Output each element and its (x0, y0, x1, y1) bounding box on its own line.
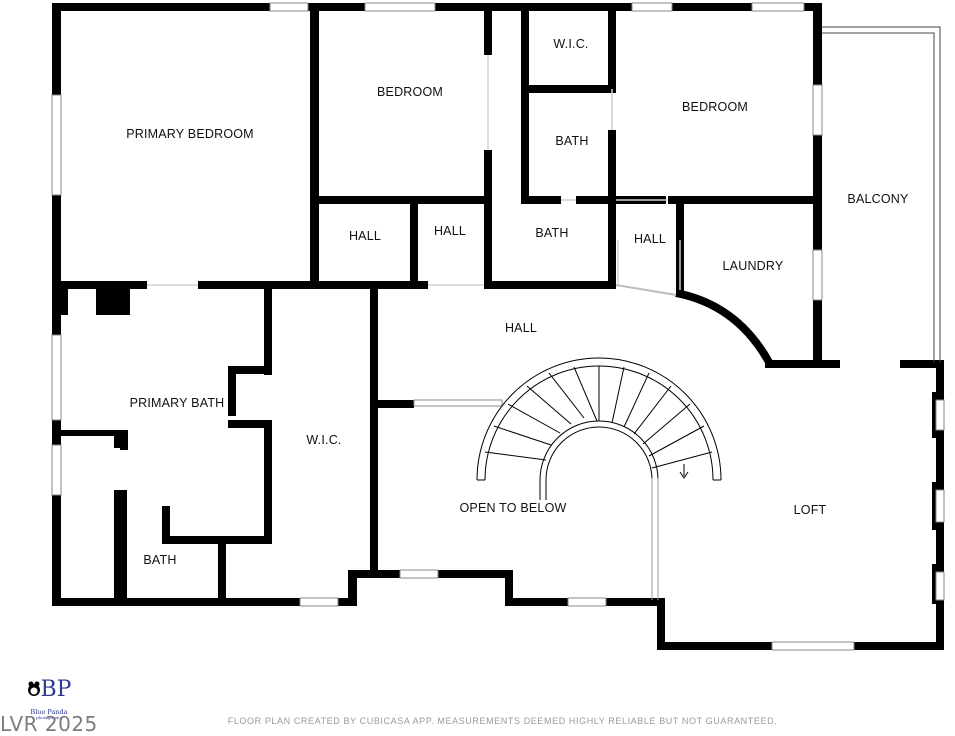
room-label-primary-bedroom: PRIMARY BEDROOM (126, 127, 254, 141)
room-label-bedroom-2: BEDROOM (682, 100, 748, 114)
blue-panda-logo: BP Blue Panda photography (20, 672, 78, 720)
room-label-bedroom-1: BEDROOM (377, 85, 443, 99)
balcony-railing (822, 26, 941, 362)
spiral-staircase (476, 357, 722, 600)
hall-curve-line (615, 284, 677, 296)
disclaimer-text: FLOOR PLAN CREATED BY CUBICASA APP. MEAS… (227, 716, 778, 726)
room-label-hall-2: HALL (434, 224, 466, 238)
room-label-bath-small: BATH (143, 553, 176, 567)
walls (52, 3, 944, 650)
room-label-open-to-below: OPEN TO BELOW (459, 501, 566, 515)
room-label-wic-top: W.I.C. (553, 37, 588, 51)
room-label-hall-3: HALL (634, 232, 666, 246)
svg-text:BP: BP (41, 677, 72, 702)
room-label-wic-left: W.I.C. (306, 433, 341, 447)
room-label-bath-top: BATH (555, 134, 588, 148)
curved-wall (675, 289, 774, 366)
windows (51, 2, 945, 651)
logo-tagline: photography (36, 715, 62, 720)
watermark-text: LVR 2025 (0, 712, 98, 736)
room-label-hall-1: HALL (349, 229, 381, 243)
room-label-laundry: LAUNDRY (723, 259, 784, 273)
room-label-hall-main: HALL (505, 321, 537, 335)
openings (147, 55, 681, 290)
panda-icon: BP (28, 677, 72, 702)
logo-name: Blue Panda (30, 708, 68, 716)
room-label-loft: LOFT (794, 503, 827, 517)
room-label-primary-bath: PRIMARY BATH (130, 396, 225, 410)
room-label-bath-mid: BATH (535, 226, 568, 240)
room-label-balcony: BALCONY (847, 192, 909, 206)
